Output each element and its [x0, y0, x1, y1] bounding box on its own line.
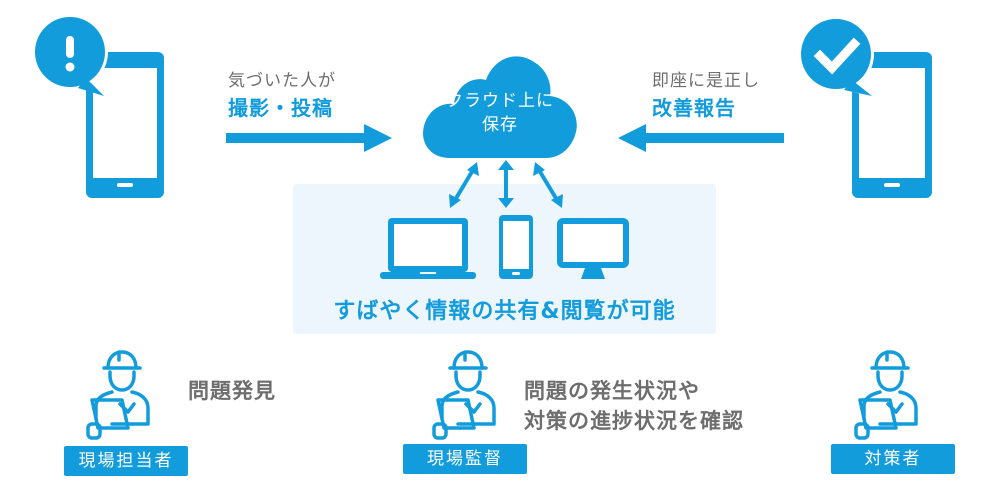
cloud-label-line1: クラウド上に — [446, 91, 554, 111]
sync-arrows — [449, 160, 563, 208]
desktop-monitor-icon — [557, 218, 629, 279]
sync-arrow-left-icon — [449, 162, 479, 208]
worker-with-tablet-icon — [86, 350, 150, 440]
cloud-icon — [423, 56, 577, 158]
cloud-label-line2: 保存 — [482, 115, 518, 135]
role-description-line: 対策の進捗状況を確認 — [524, 409, 744, 433]
arrow-right-icon — [226, 124, 392, 152]
arrow-left-icon — [618, 124, 784, 152]
worker-with-tablet-icon — [854, 350, 918, 440]
sync-arrow-center-icon — [498, 160, 514, 208]
cloud-label: クラウド上に 保存 — [425, 89, 575, 137]
right-caption-small: 即座に是正し — [652, 71, 760, 91]
phone-checkmark-icon — [798, 16, 932, 198]
role-description-field-staff: 問題発見 — [188, 379, 276, 403]
smartphone-icon — [499, 215, 533, 279]
role-badge-field-staff: 現場担当者 — [64, 446, 188, 476]
role-badge-site-supervisor: 現場監督 — [403, 444, 527, 474]
role-description-site-supervisor: 問題の発生状況や 対策の進捗状況を確認 — [524, 376, 744, 436]
left-caption-small: 気づいた人が — [228, 71, 336, 91]
worker-with-tablet-icon — [432, 350, 496, 440]
left-caption-bold: 撮影・投稿 — [228, 96, 333, 120]
sync-arrow-right-icon — [533, 162, 563, 208]
share-caption: すばやく情報の共有&閲覧が可能 — [333, 299, 676, 324]
role-description-line: 問題の発生状況や — [524, 379, 700, 403]
right-caption-bold: 改善報告 — [652, 96, 736, 120]
role-badge-countermeasure-staff: 対策者 — [831, 444, 955, 474]
phone-exclamation-icon — [32, 14, 164, 198]
laptop-icon — [380, 218, 476, 279]
